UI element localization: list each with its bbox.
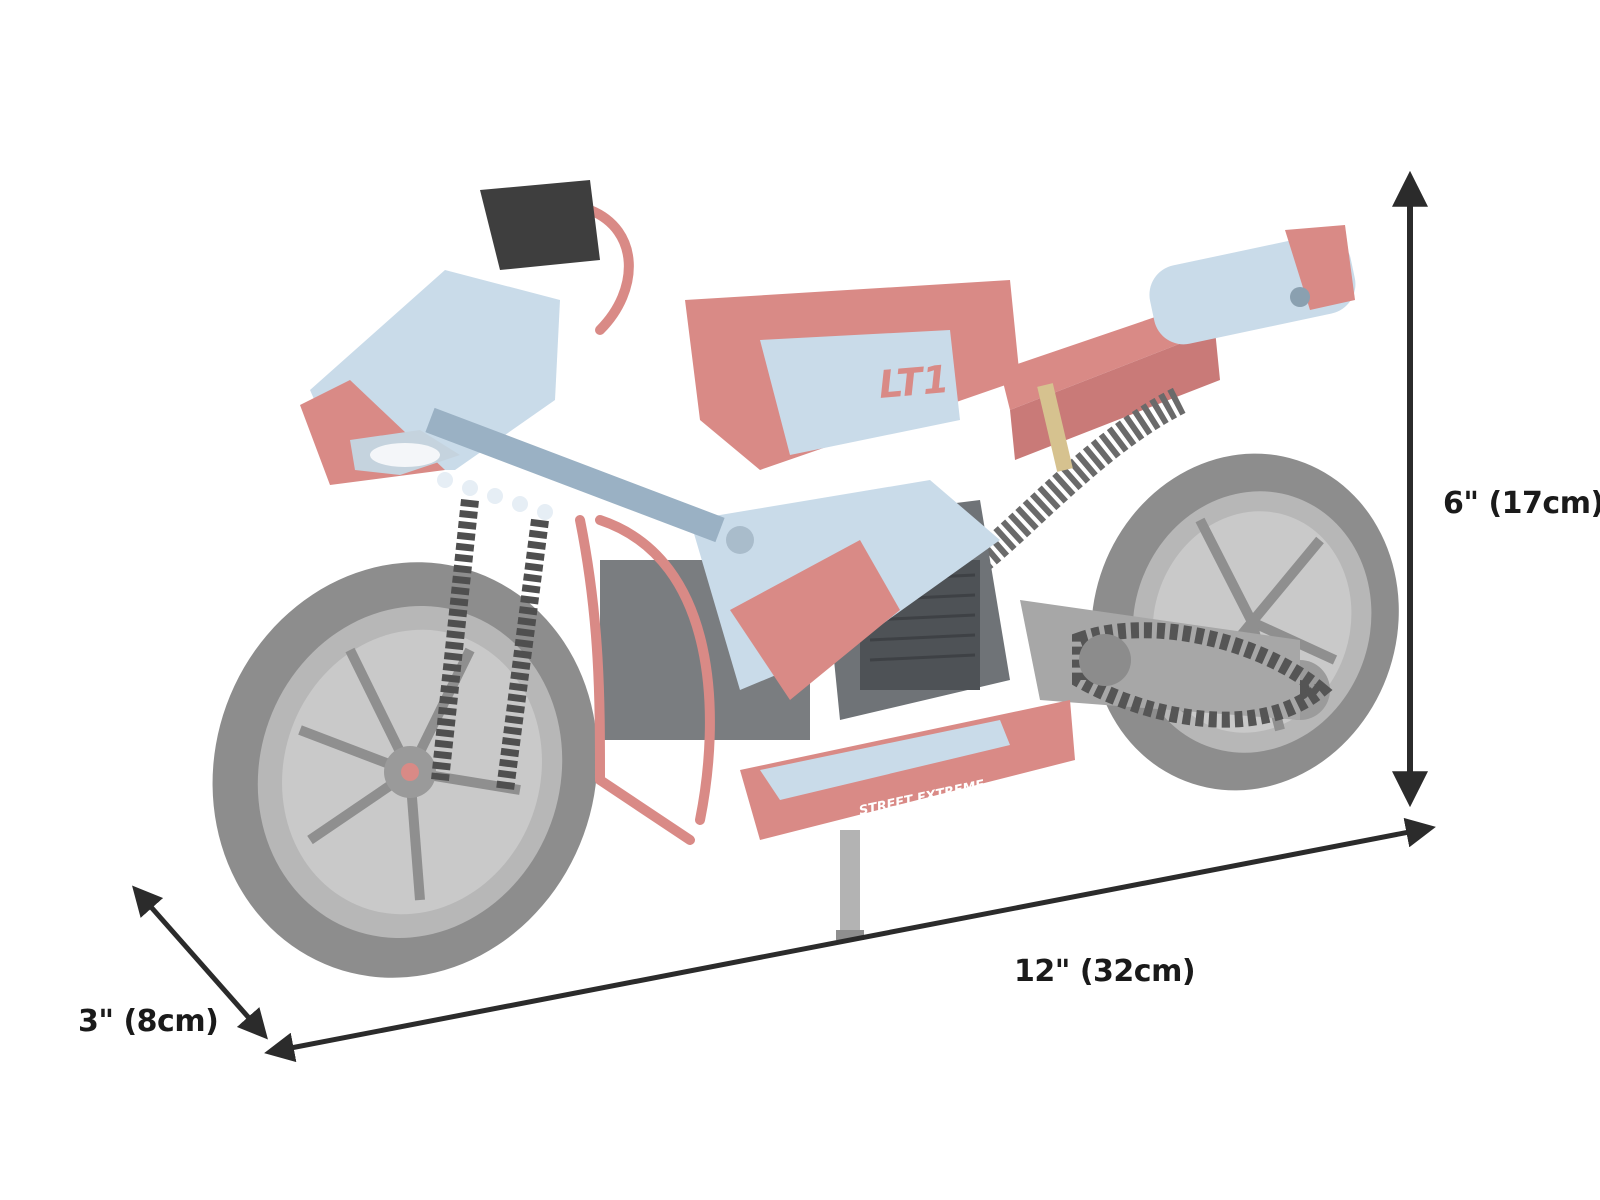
handlebars bbox=[425, 180, 725, 543]
length-arrow-icon bbox=[264, 817, 1436, 1063]
front-forks bbox=[431, 499, 549, 792]
length-dimension-label: 12" (32cm) bbox=[1014, 954, 1196, 989]
depth-dimension-label: 3" (8cm) bbox=[78, 1004, 219, 1039]
lt1-logo: LT1 bbox=[877, 357, 951, 407]
front-wheel bbox=[212, 562, 598, 978]
side-fairing bbox=[690, 480, 1000, 700]
kickstand bbox=[836, 830, 864, 940]
fuel-tank: LT1 bbox=[685, 280, 1020, 470]
swingarm bbox=[1020, 600, 1333, 728]
rear-shock bbox=[971, 383, 1187, 571]
frame-tubes bbox=[575, 205, 715, 845]
depth-arrow-icon bbox=[132, 885, 268, 1040]
height-dimension-label: 6" (17cm) bbox=[1443, 486, 1600, 521]
front-fairing bbox=[300, 270, 560, 485]
rear-subframe bbox=[1000, 225, 1356, 460]
